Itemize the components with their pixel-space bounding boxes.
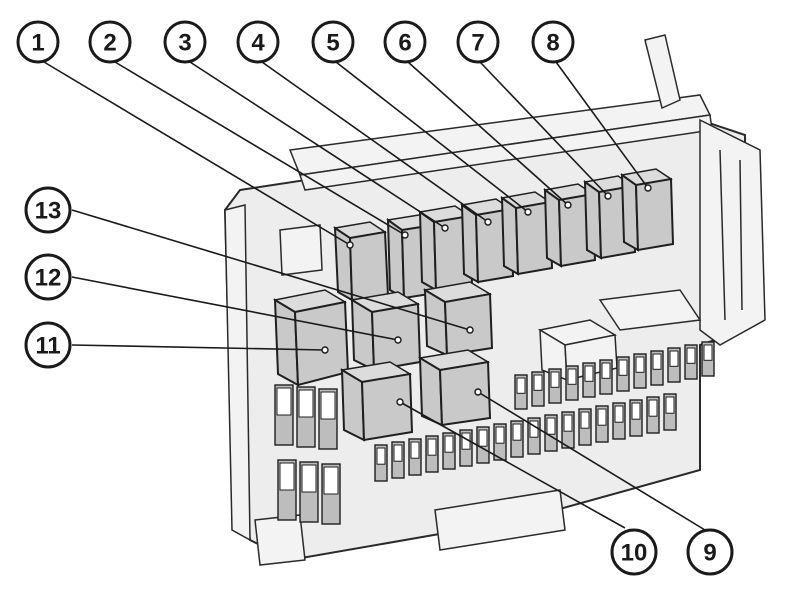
leader-1	[43, 61, 351, 246]
callout-7: 7	[456, 20, 500, 64]
fuse-upper-9-window	[652, 353, 662, 370]
relay-10	[339, 361, 414, 442]
relay-5	[500, 191, 554, 276]
fuse-left-lower-3-window	[323, 466, 339, 495]
callout-7-label: 7	[471, 30, 484, 57]
callout-1-label: 1	[31, 30, 44, 57]
relay-9	[417, 349, 492, 427]
fuse-upper-7-window	[618, 359, 628, 376]
relay-12	[349, 291, 422, 372]
callout-2: 2	[88, 20, 132, 64]
fuse-lower-14-window	[597, 408, 607, 426]
fuse-lower-4-window	[427, 438, 437, 456]
callout-8: 8	[531, 20, 575, 64]
fuse-left-lower-1-window	[279, 462, 295, 491]
callout-10-label: 10	[621, 540, 648, 567]
relay-13	[422, 281, 494, 357]
fuse-lower-9-window	[512, 423, 522, 441]
relay-11	[272, 289, 350, 387]
fuse-rows	[274, 341, 715, 525]
callout-11: 11	[24, 321, 72, 369]
leader-9	[477, 391, 706, 531]
fuse-lower-17-window	[648, 399, 658, 417]
fuse-lower-13-window	[580, 411, 590, 429]
middle-relay-cluster	[272, 281, 494, 442]
callout-3: 3	[163, 20, 207, 64]
callout-12-label: 12	[35, 265, 62, 292]
leader-8	[555, 61, 649, 189]
leader-7	[479, 61, 609, 197]
callout-10: 10	[610, 528, 658, 576]
fuse-upper-1-window	[516, 377, 526, 394]
fuse-lower-8-window	[495, 426, 505, 444]
relay-8	[620, 168, 675, 252]
callout-13: 13	[24, 186, 72, 234]
fuse-lower-5-window	[444, 435, 454, 453]
fuse-upper-11-window	[686, 347, 696, 364]
fuse-lower-12-window	[563, 414, 573, 432]
leader-5	[335, 61, 529, 213]
fuse-lower-1-window	[376, 447, 386, 465]
callout-9-label: 9	[703, 540, 716, 567]
fuse-left-upper-3-window	[320, 391, 336, 420]
fuse-lower-3-window	[410, 441, 420, 459]
callout-4-label: 4	[251, 30, 265, 57]
fuse-lower-11-window	[546, 417, 556, 435]
leader-endpoints	[321, 184, 652, 406]
fuse-upper-4-window	[567, 368, 577, 385]
top-relay-row	[333, 168, 675, 302]
fuse-lower-16-window	[631, 402, 641, 420]
callout-11-label: 11	[35, 333, 60, 360]
leader-11	[71, 344, 326, 351]
leader-2	[114, 61, 406, 236]
callout-8-label: 8	[546, 30, 559, 57]
leader-lines	[43, 61, 706, 531]
callout-1: 1	[16, 20, 60, 64]
leader-6	[407, 61, 569, 206]
fuse-lower-15-window	[614, 405, 624, 423]
fuse-left-upper-2-window	[298, 389, 314, 418]
leader-4	[261, 61, 489, 223]
fuse-lower-18-window	[665, 396, 675, 414]
relay-1	[333, 221, 390, 302]
fuse-upper-5-window	[584, 365, 594, 382]
callout-4: 4	[236, 20, 280, 64]
callout-3-label: 3	[178, 30, 191, 57]
fuse-upper-8-window	[635, 356, 645, 373]
leader-10	[399, 401, 626, 529]
callout-9: 9	[686, 528, 734, 576]
callout-6: 6	[383, 20, 427, 64]
fuse-upper-12-window	[703, 344, 713, 361]
fuse-upper-6-window	[601, 362, 611, 379]
leader-12	[71, 276, 399, 341]
callout-5: 5	[311, 20, 355, 64]
fuse-left-upper-1-window	[276, 387, 292, 416]
fuse-upper-2-window	[533, 374, 543, 391]
leader-3	[189, 61, 446, 229]
fuse-left-lower-2-window	[301, 464, 317, 493]
callout-2-label: 2	[103, 30, 116, 57]
callout-6-label: 6	[398, 30, 411, 57]
callout-13-label: 13	[35, 198, 62, 225]
fuse-lower-2-window	[393, 444, 403, 462]
leader-13	[71, 209, 471, 331]
fuse-upper-10-window	[669, 350, 679, 367]
callout-12: 12	[24, 253, 72, 301]
fuse-lower-7-window	[478, 429, 488, 447]
callout-5-label: 5	[326, 30, 339, 57]
fuse-upper-3-window	[550, 371, 560, 388]
